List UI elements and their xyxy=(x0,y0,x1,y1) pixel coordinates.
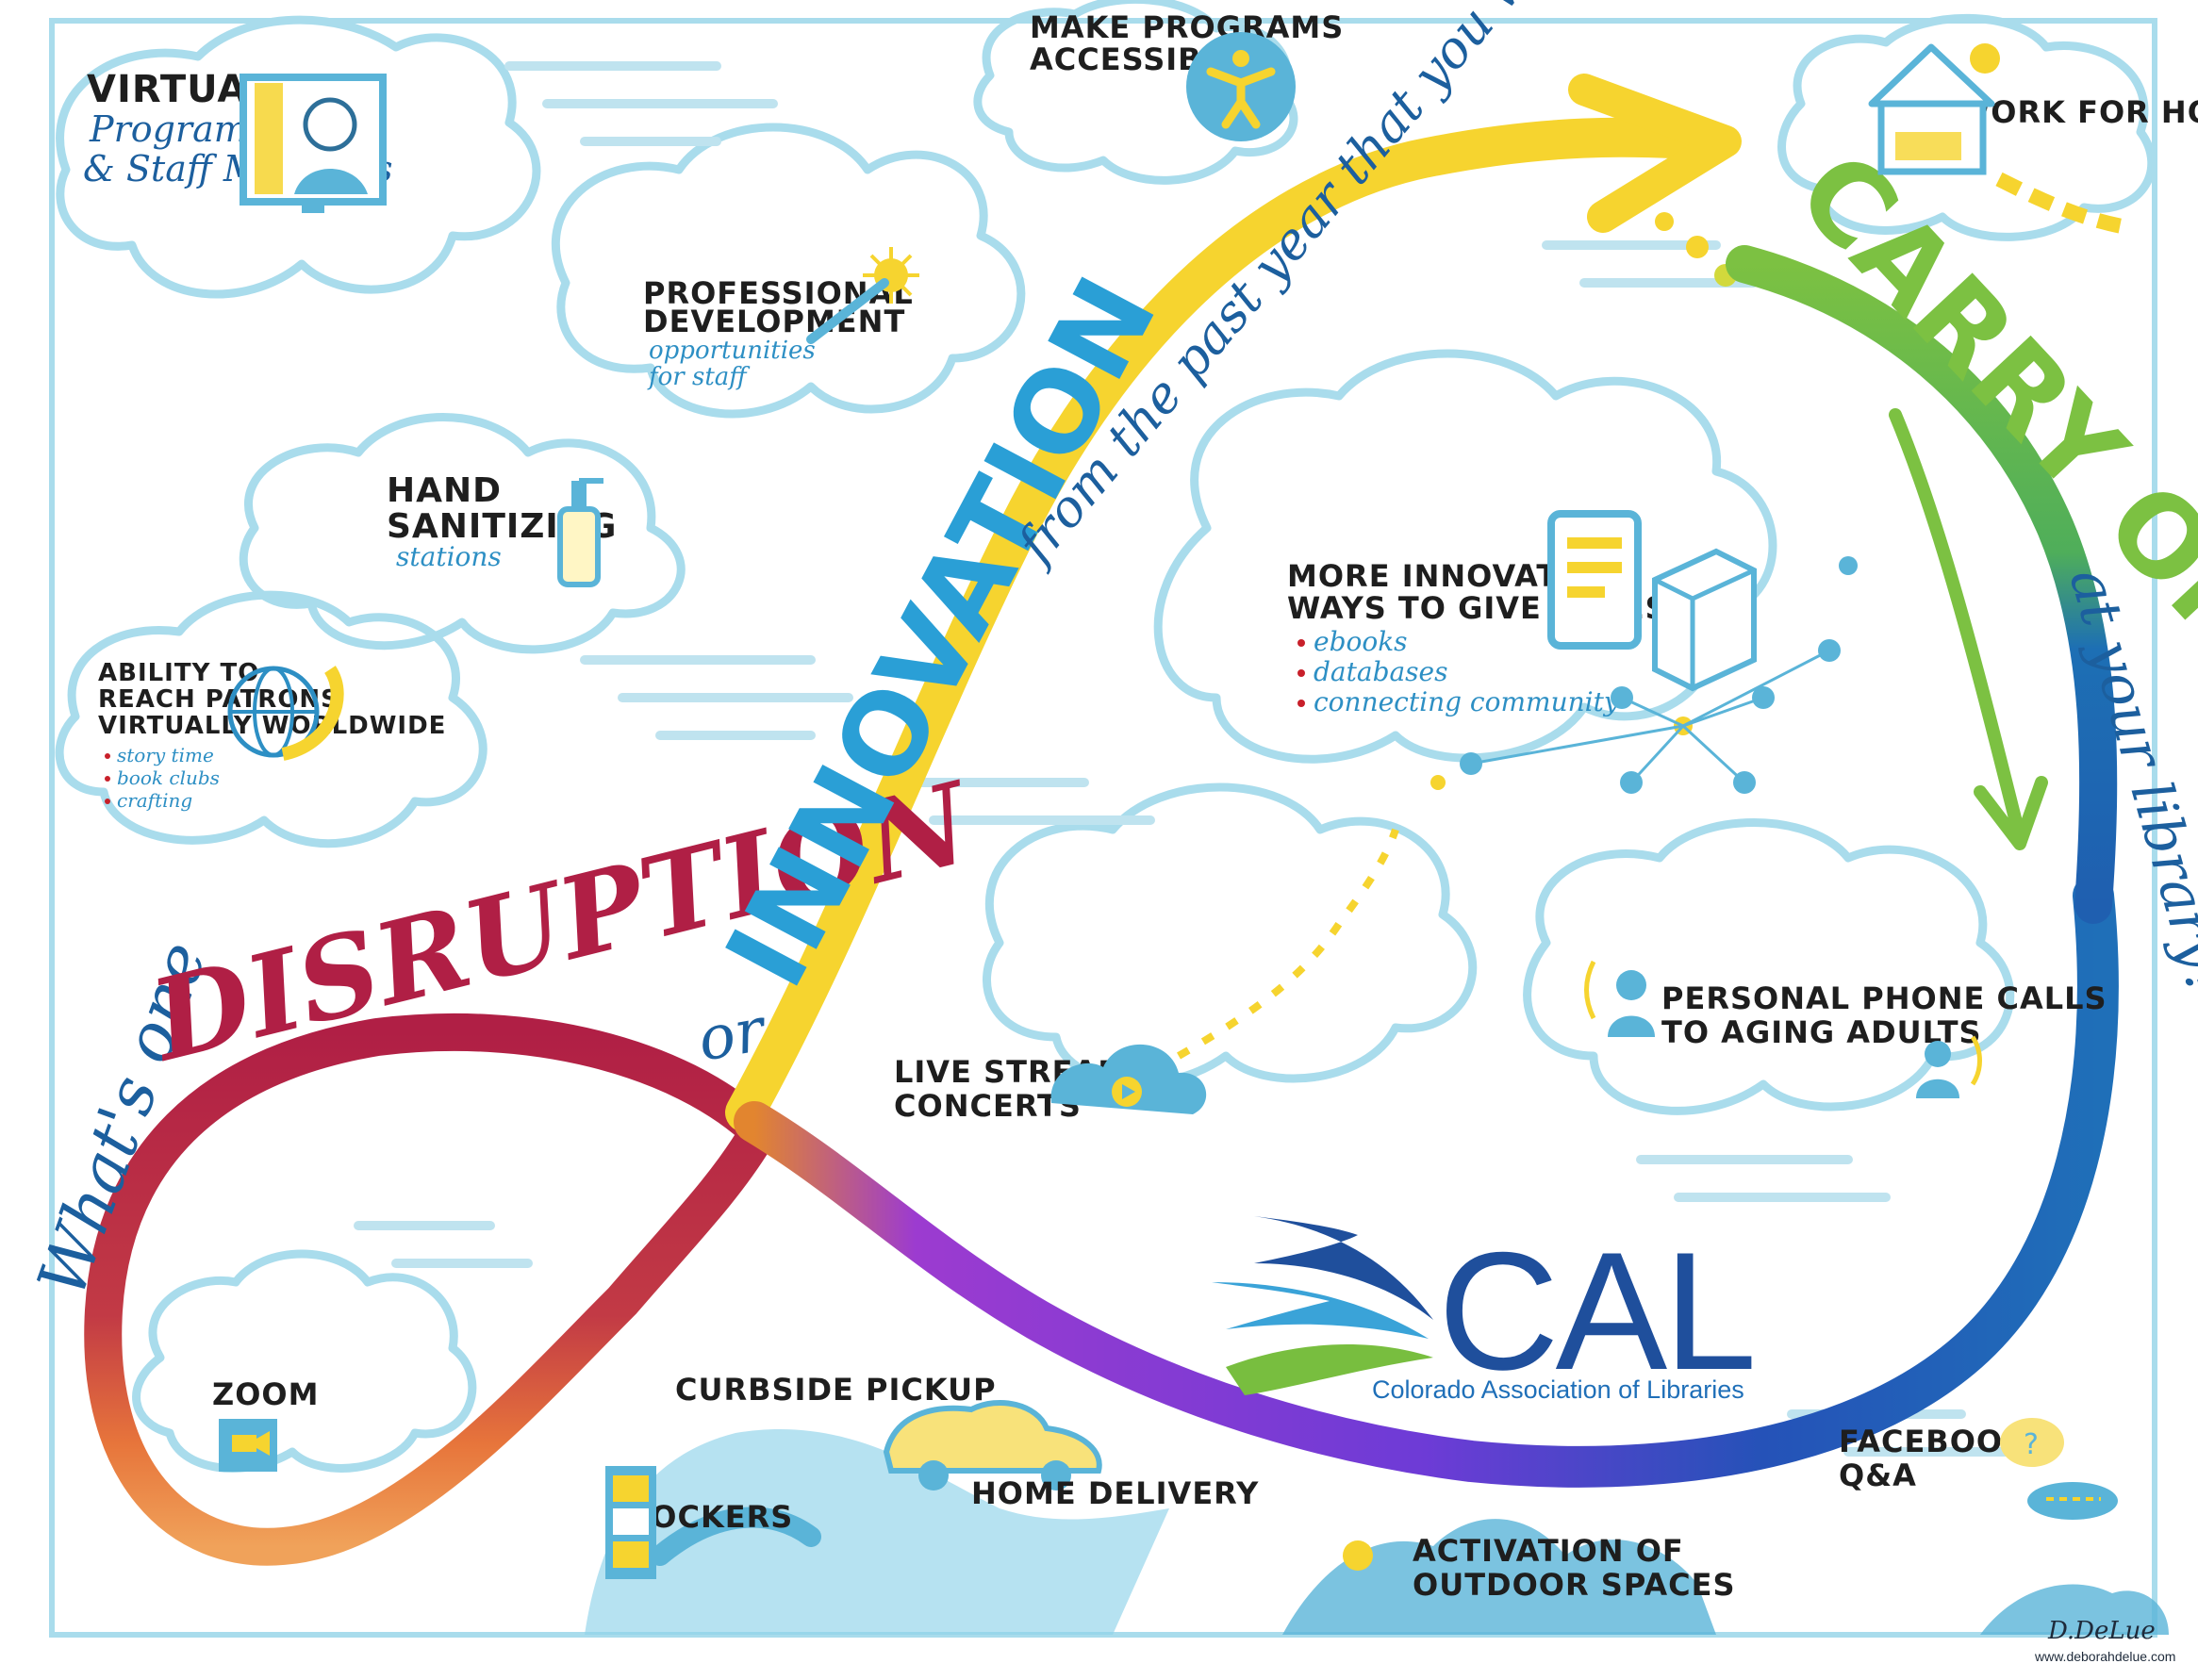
hand-line1: HAND xyxy=(387,471,502,510)
ability-bullet-2: book clubs xyxy=(117,766,220,789)
speech-bubble-icon: ? xyxy=(2000,1418,2118,1520)
live-line2: CONCERTS xyxy=(894,1088,1082,1124)
house-road xyxy=(1995,172,2124,234)
car-icon xyxy=(883,1400,1102,1491)
access-bullet-dots xyxy=(1297,639,1305,707)
professional-note1: opportunities xyxy=(649,337,816,365)
cloud-hand-sanitizing xyxy=(239,413,686,654)
cloud-zoom xyxy=(132,1249,477,1473)
logo-subtitle: Colorado Association of Libraries xyxy=(1372,1375,1744,1404)
access-bullet-1: ebooks xyxy=(1314,626,1408,657)
cloud-phone-calls xyxy=(1523,818,2015,1115)
facebook-line2: Q&A xyxy=(1839,1458,1917,1493)
house-icon xyxy=(1868,43,2000,175)
carry-on-arrow xyxy=(1889,408,2048,850)
innovation-word: INNOVATION xyxy=(701,257,1182,1007)
lockers-icon xyxy=(605,1466,656,1579)
video-camera-icon xyxy=(219,1419,277,1472)
home-delivery-label: HOME DELIVERY xyxy=(971,1475,1259,1511)
access-bullet-2: databases xyxy=(1314,656,1448,687)
professional-dev-group: PROFESSIONAL DEVELOPMENT opportunities f… xyxy=(643,247,919,391)
innovation-arrowhead xyxy=(1568,74,1742,233)
svg-text:?: ? xyxy=(2024,1428,2039,1461)
ability-line1: ABILITY TO xyxy=(98,659,259,687)
receiver-icon xyxy=(1916,1035,1982,1098)
work-for-home-group: WORK FOR HOME xyxy=(1868,43,2198,234)
accessibility-person-icon xyxy=(1186,32,1296,141)
globe-icon xyxy=(227,666,344,761)
network-icon xyxy=(1430,556,1858,794)
server-icon xyxy=(1652,548,1757,692)
phone-line1: PERSONAL PHONE CALLS xyxy=(1661,980,2107,1016)
ability-bullet-3: crafting xyxy=(117,789,192,812)
sketch-dashes xyxy=(354,61,2060,1457)
disruption-loop-curve xyxy=(84,1013,778,1566)
cloud-make-programs xyxy=(973,0,1298,185)
phone-line2: TO AGING ADULTS xyxy=(1661,1014,1982,1050)
hand-sanitizing-group: HAND SANITIZING stations xyxy=(387,471,616,587)
outdoor-line1: ACTIVATION OF xyxy=(1413,1533,1684,1569)
lockers-group: LOCKERS xyxy=(605,1466,793,1579)
innovation-arrow-curve xyxy=(725,117,1708,1132)
home-delivery-group: HOME DELIVERY xyxy=(971,1475,1259,1511)
logo-name: CAL xyxy=(1438,1217,1753,1405)
hand-note: stations xyxy=(396,541,502,572)
work-for-home-label: WORK FOR HOME xyxy=(1957,94,2198,130)
make-programs-group: MAKE PROGRAMS ACCESSIBLE xyxy=(1030,9,1344,141)
or-text: or xyxy=(693,995,772,1075)
signature-url: www.deborahdelue.com xyxy=(2034,1649,2175,1664)
curbside-label: CURBSIDE PICKUP xyxy=(675,1372,997,1408)
professional-note2: for staff xyxy=(647,363,751,391)
music-stream-path xyxy=(1177,828,1399,1060)
ability-group: ABILITY TO REACH PATRONS VIRTUALLY WORLD… xyxy=(98,659,446,812)
logo-swoosh xyxy=(1212,1216,1433,1395)
cloud-live-stream xyxy=(983,782,1478,1088)
cloud-play-icon xyxy=(1050,1044,1207,1114)
cloud-ability xyxy=(55,590,488,848)
laptop-person-icon xyxy=(240,74,387,213)
cloud-virtual xyxy=(56,15,541,299)
make-programs-line1: MAKE PROGRAMS xyxy=(1030,9,1344,45)
zoom-label: ZOOM xyxy=(212,1376,319,1412)
facebook-line1: FACEBOOK xyxy=(1839,1424,2027,1459)
professional-line2: DEVELOPMENT xyxy=(643,304,905,339)
lower-sweep-curve xyxy=(734,875,2119,1488)
ability-line2: REACH PATRONS xyxy=(98,685,339,714)
carry-on-curve xyxy=(1726,245,2118,924)
outdoor-line2: OUTDOOR SPACES xyxy=(1413,1567,1735,1603)
caller-icon xyxy=(1584,960,1655,1037)
live-stream-group: LIVE STREAM CONCERTS xyxy=(894,828,1399,1124)
bottom-landscape xyxy=(585,1429,2169,1635)
carry-on-word: CARRY ON xyxy=(1773,127,2198,684)
ability-bullet-1: story time xyxy=(117,744,214,766)
dots-to-carry-on xyxy=(1655,212,1737,287)
innovative-access-group: MORE INNOVATIVE WAYS TO GIVE ACCESS eboo… xyxy=(1287,510,1858,794)
cloud-work-for-home xyxy=(1777,13,2157,241)
ability-line3: VIRTUALLY WORLDWIDE xyxy=(98,712,446,740)
cloud-professional xyxy=(551,123,1026,419)
facebook-group: FACEBOOK Q&A ? xyxy=(1839,1418,2118,1520)
sun-icon xyxy=(1343,1540,1373,1571)
outdoor-group: ACTIVATION OF OUTDOOR SPACES xyxy=(1343,1533,1735,1603)
sanitizer-bottle-icon xyxy=(557,478,603,587)
phone-calls-group: PERSONAL PHONE CALLS TO AGING ADULTS xyxy=(1584,960,2107,1098)
tablet-icon xyxy=(1547,510,1642,650)
signature-name: D.DeLue xyxy=(2047,1617,2156,1645)
access-bullet-3: connecting community xyxy=(1314,686,1620,717)
sparkle-arrow-icon xyxy=(806,247,919,344)
zoom-group: ZOOM xyxy=(212,1376,319,1472)
artist-signature: D.DeLue www.deborahdelue.com xyxy=(2034,1617,2175,1664)
cal-logo: CAL Colorado Association of Libraries xyxy=(1212,1216,1757,1405)
lockers-label: LOCKERS xyxy=(632,1499,793,1535)
bullet-dots xyxy=(105,753,110,804)
curbside-group: CURBSIDE PICKUP xyxy=(675,1372,1102,1491)
virtual-group: VIRTUAL Programming & Staff Meetings xyxy=(83,68,392,213)
